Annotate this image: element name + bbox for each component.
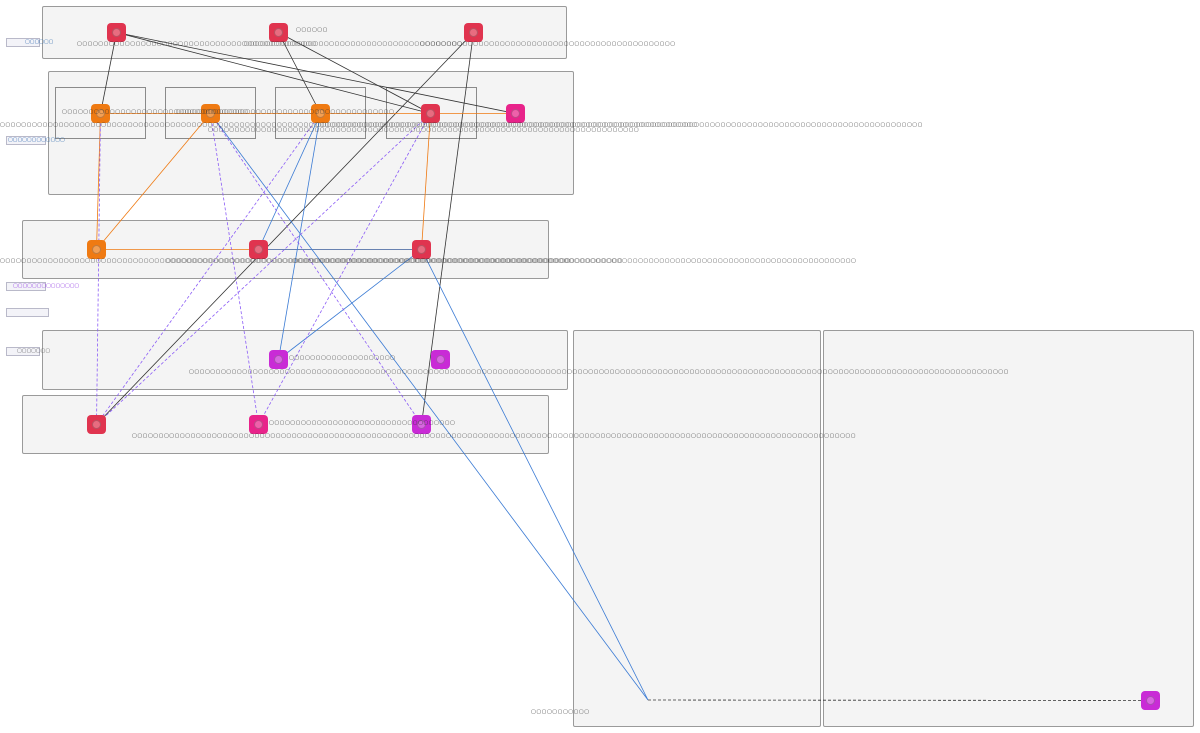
edge-top_c-to-row5_c [421, 32, 474, 425]
middle-group [48, 71, 574, 195]
row5-group [22, 395, 549, 454]
node-row4-b[interactable] [431, 350, 450, 369]
edge-mid_d-to-row3_c [421, 113, 431, 250]
label-row5-b: ▢▢▢▢▢▢▢▢▢▢▢▢▢▢▢▢▢▢▢▢▢▢▢▢▢▢▢▢▢▢▢▢▢▢▢ [269, 420, 456, 426]
edge-top_b-to-mid_c [278, 32, 321, 114]
label-top-b: ▢▢▢▢▢▢▢▢▢▢▢▢▢▢▢▢▢▢▢▢▢▢▢▢▢▢▢▢▢▢▢▢▢▢▢▢▢▢▢▢… [244, 41, 463, 47]
edge-anchor-point [645, 697, 651, 703]
node-mid-e[interactable] [506, 104, 525, 123]
label-row5-a: ▢▢▢▢▢▢▢▢▢▢▢▢▢▢▢▢▢▢▢▢▢▢▢▢▢▢▢▢▢▢▢▢▢▢▢▢▢▢▢▢… [132, 433, 857, 439]
side-tag-4[interactable] [6, 308, 49, 317]
edge-mid_b-to-row5_b [210, 113, 259, 425]
edge-mid_b-to-row5_c [210, 113, 422, 425]
node-mid-b[interactable] [201, 104, 220, 123]
label-mid-c: ▢▢▢▢▢▢▢▢▢▢▢▢▢▢▢▢▢▢▢▢▢▢▢▢▢▢▢▢▢▢▢▢▢▢▢▢▢▢▢▢… [208, 127, 640, 133]
label-mid-a: ▢▢▢▢▢▢▢▢▢▢▢▢▢▢▢▢▢▢▢▢▢▢▢▢▢▢▢▢▢▢▢▢▢▢▢▢▢▢▢▢… [0, 122, 698, 128]
node-mid-a[interactable] [91, 104, 110, 123]
sublabel-mid-a: ▢▢▢▢▢▢▢▢▢▢▢▢▢▢▢▢▢▢▢▢▢▢▢▢▢▢▢▢▢▢▢▢▢▢▢ [62, 109, 249, 115]
side-tag-1[interactable]: ▢▢▢▢▢▢ [6, 38, 53, 47]
subgroup-1 [55, 87, 146, 139]
edge-row3_c-to-far_anchor [421, 249, 649, 701]
label-bottom-hint: ▢▢▢▢▢▢▢▢▢▢▢ [531, 709, 590, 715]
edge-mid_c-to-row5_a [96, 113, 321, 425]
node-row3-a[interactable] [87, 240, 106, 259]
node-row4-a[interactable] [269, 350, 288, 369]
side-tag-3[interactable]: ▢▢▢▢▢▢▢▢▢▢▢▢▢▢ [6, 282, 79, 291]
label-top-c: ▢▢▢▢▢▢▢▢▢▢▢▢▢▢▢▢▢▢▢▢▢▢▢▢▢▢▢▢▢▢▢▢▢▢▢▢▢▢▢▢… [420, 41, 676, 47]
node-top-a[interactable] [107, 23, 126, 42]
edge-top_a-to-mid_e [116, 32, 516, 114]
node-top-b[interactable] [269, 23, 288, 42]
label-top-a: ▢▢▢▢▢▢▢▢▢▢▢▢▢▢▢▢▢▢▢▢▢▢▢▢▢▢▢▢▢▢▢▢▢▢▢▢▢▢▢▢… [77, 41, 317, 47]
side-tag-5[interactable]: ▢▢▢▢▢▢▢ [6, 347, 50, 356]
sublabel-mid-b: ▢▢▢▢▢▢▢▢▢▢▢▢▢▢▢▢▢▢▢▢▢▢▢▢▢▢▢▢▢▢▢▢▢▢▢▢▢▢▢▢… [176, 109, 395, 115]
right-panel-right [823, 330, 1194, 727]
node-mid-c[interactable] [311, 104, 330, 123]
edge-top_a-to-mid_a [100, 32, 117, 114]
node-row5-c[interactable] [412, 415, 431, 434]
subgroup-4 [386, 87, 477, 139]
node-row5-a[interactable] [87, 415, 106, 434]
edge-top_b-to-mid_d [278, 32, 431, 114]
edge-far_anchor-to-far_node [647, 699, 1151, 701]
label-mid-d: ▢▢▢▢▢▢▢▢▢▢▢▢▢▢▢▢▢▢▢▢▢▢▢▢▢▢▢▢▢▢▢▢▢▢▢▢▢▢▢▢… [316, 122, 923, 128]
node-row5-b[interactable] [249, 415, 268, 434]
label-row4-a: ▢▢▢▢▢▢▢▢▢▢▢▢▢▢▢▢▢▢▢▢▢▢▢▢▢▢▢▢▢▢▢▢▢▢▢▢▢▢▢▢… [189, 369, 1009, 375]
edge-top_c-to-row5_a [96, 32, 474, 425]
node-mid-d[interactable] [421, 104, 440, 123]
row4-group [42, 330, 568, 390]
edge-row3_c-to-row4_a [278, 249, 422, 360]
label-row3-a: ▢▢▢▢▢▢▢▢▢▢▢▢▢▢▢▢▢▢▢▢▢▢▢▢▢▢▢▢▢▢▢▢▢▢▢▢▢▢▢▢… [0, 258, 623, 264]
edge-mid_c-to-row4_a [278, 113, 321, 360]
label-row3-b: ▢▢▢▢▢▢▢▢▢▢▢▢▢▢▢▢▢▢▢▢▢▢▢▢▢▢▢▢▢▢▢▢▢▢▢▢▢▢▢▢… [166, 258, 571, 264]
node-far[interactable] [1141, 691, 1160, 710]
edge-mid_d-to-row5_a [96, 113, 431, 425]
edge-top_a-to-mid_d [116, 32, 431, 114]
subgroup-2 [165, 87, 256, 139]
edge-mid_c-to-row3_b [258, 113, 321, 250]
edge-mid_b-to-far_anchor [210, 113, 649, 701]
subgroup-3 [275, 87, 366, 139]
side-tag-2[interactable]: ▢▢▢▢▢▢▢▢▢▢▢▢ [6, 136, 65, 145]
edge-mid_d-to-row5_b [258, 113, 431, 425]
edge-mid_b-to-row3_a [96, 113, 211, 250]
right-panel-left [573, 330, 821, 727]
sublabel-row4-a: ▢▢▢▢▢▢▢▢▢▢▢▢▢▢▢▢▢▢▢▢ [289, 355, 396, 361]
edge-mid_a-to-row5_a [96, 113, 101, 425]
label-row3-c: ▢▢▢▢▢▢▢▢▢▢▢▢▢▢▢▢▢▢▢▢▢▢▢▢▢▢▢▢▢▢▢▢▢▢▢▢▢▢▢▢… [292, 258, 857, 264]
node-top-c[interactable] [464, 23, 483, 42]
node-row3-b[interactable] [249, 240, 268, 259]
label-top-b-title: ▢▢▢▢▢▢ [296, 27, 328, 33]
node-row3-c[interactable] [412, 240, 431, 259]
